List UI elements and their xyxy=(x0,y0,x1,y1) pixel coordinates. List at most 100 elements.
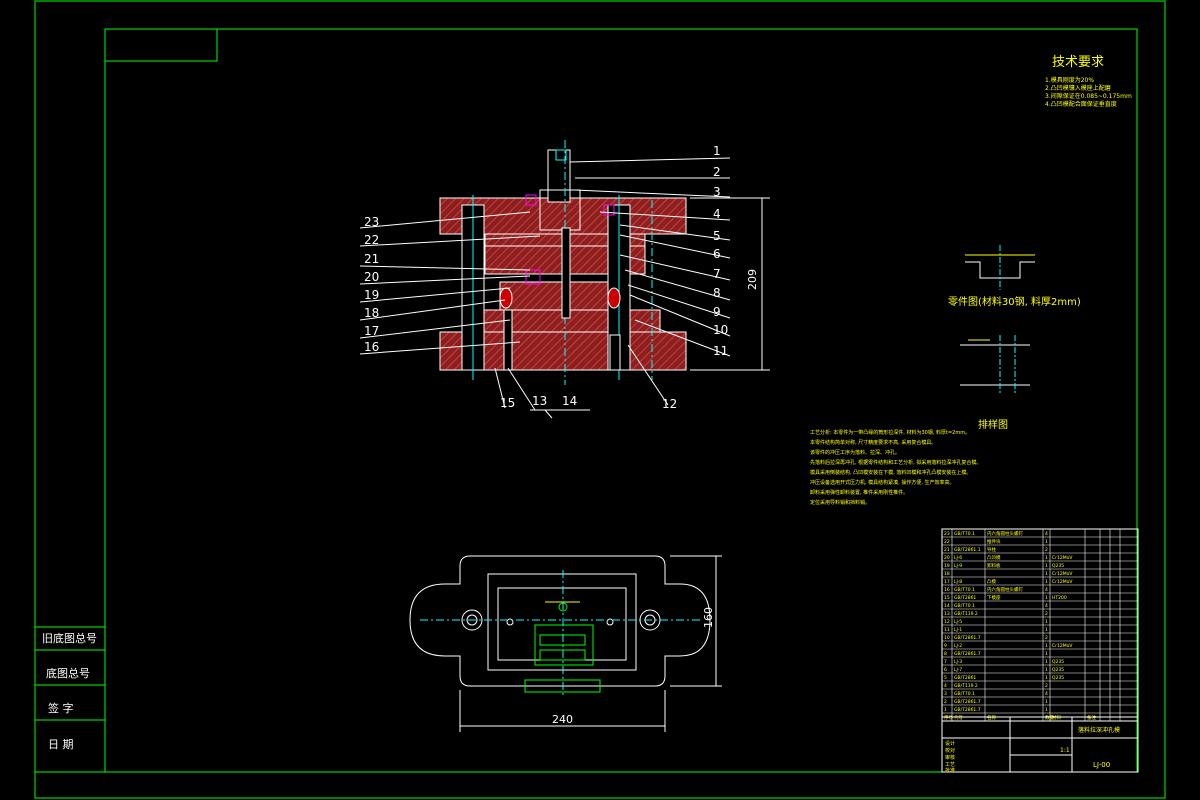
parts-list-cell-mat: Cr12MoV xyxy=(1052,579,1073,585)
parts-list-cell-name: 导柱 xyxy=(987,546,996,553)
parts-list-cell-no: 11 xyxy=(944,627,950,633)
parts-list-cell-qty: 4 xyxy=(1045,531,1048,537)
parts-list-cell-mat: Q235 xyxy=(1052,675,1064,681)
svg-text:设计: 设计 xyxy=(945,740,955,747)
part-drawing: 零件图(材料30钢, 料厚2mm) xyxy=(948,245,1081,308)
svg-text:16: 16 xyxy=(364,340,379,354)
corner-stamp-box xyxy=(104,28,218,62)
parts-list-cell-no: 4 xyxy=(944,683,947,689)
svg-text:13: 13 xyxy=(532,394,547,408)
svg-text:4.凸凹模配合面保证垂直度: 4.凸凹模配合面保证垂直度 xyxy=(1045,100,1117,108)
parts-list-cell-code: LJ-5 xyxy=(954,619,962,625)
parts-list-cell-no: 22 xyxy=(944,539,950,545)
svg-text:23: 23 xyxy=(364,215,379,229)
svg-text:19: 19 xyxy=(364,288,379,302)
parts-list-cell-code: GB/T119.2 xyxy=(954,683,978,689)
parts-list-cell-code: LJ-2 xyxy=(954,643,962,649)
dimension-width: 240 xyxy=(552,713,573,726)
tech-requirements-block: 技术要求 1.模具刚度为20% 2.凸凹模镶入模座上配磨 3.间隙保证在0.08… xyxy=(1045,55,1132,108)
svg-text:8: 8 xyxy=(713,286,721,300)
svg-text:18: 18 xyxy=(364,306,379,320)
plan-view: 240 160 xyxy=(409,555,722,732)
tech-requirements-title: 技术要求 xyxy=(1052,55,1104,70)
svg-text:批准: 批准 xyxy=(945,767,955,774)
parts-list-cell-name: 内六角圆柱头螺钉 xyxy=(987,586,1023,593)
strip-layout: 排样图 xyxy=(960,335,1030,431)
parts-list-cell-code: LJ-8 xyxy=(954,579,962,585)
parts-list-cell-code: GB/T2861 xyxy=(954,595,976,601)
parts-list-cell-mat: Cr12MoV xyxy=(1052,643,1073,649)
parts-list-cell-no: 18 xyxy=(944,571,950,577)
part-drawing-title: 零件图(材料30钢, 料厚2mm) xyxy=(948,295,1081,308)
side-label-base: 底图总号 xyxy=(46,666,90,680)
svg-text:冲压设备选用开式压力机, 模具结构紧凑, 操作方便, 生产效: 冲压设备选用开式压力机, 模具结构紧凑, 操作方便, 生产效率高。 xyxy=(810,479,955,486)
side-label-date: 日 期 xyxy=(48,738,74,751)
parts-list-cell-no: 2 xyxy=(944,699,947,705)
svg-text:该零件的冲压工序为落料、拉深、冲孔。: 该零件的冲压工序为落料、拉深、冲孔。 xyxy=(810,449,900,456)
svg-text:审核: 审核 xyxy=(945,754,955,761)
guide-hole-left xyxy=(461,609,483,631)
parts-list-cell-qty: 1 xyxy=(1045,707,1048,713)
svg-text:21: 21 xyxy=(364,252,379,266)
die-shank xyxy=(547,149,571,203)
parts-list-cell-mat: Q235 xyxy=(1052,667,1064,673)
side-binding-block: 旧底图总号 底图总号 签 字 日 期 xyxy=(34,626,106,773)
parts-list-cell-code: LJ-3 xyxy=(954,659,962,665)
svg-text:本零件结构简单对称, 尺寸精度要求不高, 采用复合模具。: 本零件结构简单对称, 尺寸精度要求不高, 采用复合模具。 xyxy=(810,439,936,446)
svg-text:1.模具刚度为20%: 1.模具刚度为20% xyxy=(1045,76,1094,84)
parts-list-cell-mat: Q235 xyxy=(1052,659,1064,665)
parts-list-cell-code: GB/T70.1 xyxy=(954,587,975,593)
parts-list-cell-code: LJ-6 xyxy=(954,555,962,561)
svg-text:2: 2 xyxy=(713,165,721,179)
outer-frame xyxy=(34,0,1166,799)
svg-text:3.间隙保证在0.085~0.175mm: 3.间隙保证在0.085~0.175mm xyxy=(1045,92,1132,100)
parts-list-cell-name: 卸料板 xyxy=(987,562,1001,569)
center-punch xyxy=(561,227,571,319)
parts-list-cell-qty: 1 xyxy=(1045,579,1048,585)
parts-list-cell-qty: 4 xyxy=(1045,603,1048,609)
parts-list-cell-code: GB/T2861.7 xyxy=(954,635,981,641)
parts-list-cell-name: 凸凹模 xyxy=(987,554,1001,561)
drawing-number: LJ-00 xyxy=(1093,761,1110,769)
parts-list-cell-code: LJ-7 xyxy=(954,667,962,673)
parts-list-cell-mat: Cr12MoV xyxy=(1052,555,1073,561)
parts-list-cell-qty: 1 xyxy=(1045,555,1048,561)
parts-list-cell-mat: Q235 xyxy=(1052,563,1064,569)
parts-list-cell-no: 19 xyxy=(944,563,950,569)
parts-list-cell-no: 1 xyxy=(944,707,947,713)
svg-text:定位采用导料销和挡料销。: 定位采用导料销和挡料销。 xyxy=(810,499,870,506)
parts-list-cell-code: GB/T70.1 xyxy=(954,531,975,537)
parts-list-cell-code: GB/T70.1 xyxy=(954,603,975,609)
svg-text:9: 9 xyxy=(713,305,721,319)
svg-text:15: 15 xyxy=(500,396,515,410)
parts-list-cell-qty: 4 xyxy=(1045,691,1048,697)
drawing-name: 落料拉深冲孔模 xyxy=(1078,726,1120,734)
parts-list-cell-qty: 1 xyxy=(1045,643,1048,649)
assembly-section-view: 209 1 2 3 4 5 6 7 8 9 10 11 23 22 21 20 … xyxy=(359,140,770,419)
parts-list-cell-no: 16 xyxy=(944,587,950,593)
parts-list-cell-mat: Cr12MoV xyxy=(1052,571,1073,577)
parts-list-cell-no: 13 xyxy=(944,611,950,617)
svg-text:工艺: 工艺 xyxy=(945,762,955,768)
parts-list-cell-code: GB/T119.2 xyxy=(954,611,978,617)
parts-list-cell-qty: 1 xyxy=(1045,675,1048,681)
parts-list-cell-no: 23 xyxy=(944,531,950,537)
parts-list-cell-no: 3 xyxy=(944,691,947,697)
drawing-scale: 1:1 xyxy=(1060,747,1070,754)
parts-list-cell-name: 凸模 xyxy=(987,578,996,585)
svg-text:10: 10 xyxy=(713,323,728,337)
parts-list-cell-qty: 1 xyxy=(1045,659,1048,665)
svg-text:工艺分析: 本零件为一带凸缘的筒形拉深件, 材料为30钢,: 工艺分析: 本零件为一带凸缘的筒形拉深件, 材料为30钢, 料厚t=2mm。 xyxy=(810,429,970,436)
svg-text:14: 14 xyxy=(562,394,577,408)
svg-text:5: 5 xyxy=(713,229,721,243)
strip-layout-title: 排样图 xyxy=(978,418,1008,431)
parts-list-cell-qty: 2 xyxy=(1045,611,1048,617)
parts-list-cell-code: GB/T2861.7 xyxy=(954,707,981,713)
parts-list-cell-qty: 2 xyxy=(1045,547,1048,553)
parts-list-cell-no: 7 xyxy=(944,659,947,665)
parts-list-cell-qty: 1 xyxy=(1045,563,1048,569)
parts-list-cell-no: 8 xyxy=(944,651,947,657)
parts-list-cell-qty: 1 xyxy=(1045,667,1048,673)
svg-text:2.凸凹模镶入模座上配磨: 2.凸凹模镶入模座上配磨 xyxy=(1045,84,1111,92)
callouts-right: 1 2 3 4 5 6 7 8 9 10 11 xyxy=(713,144,728,358)
